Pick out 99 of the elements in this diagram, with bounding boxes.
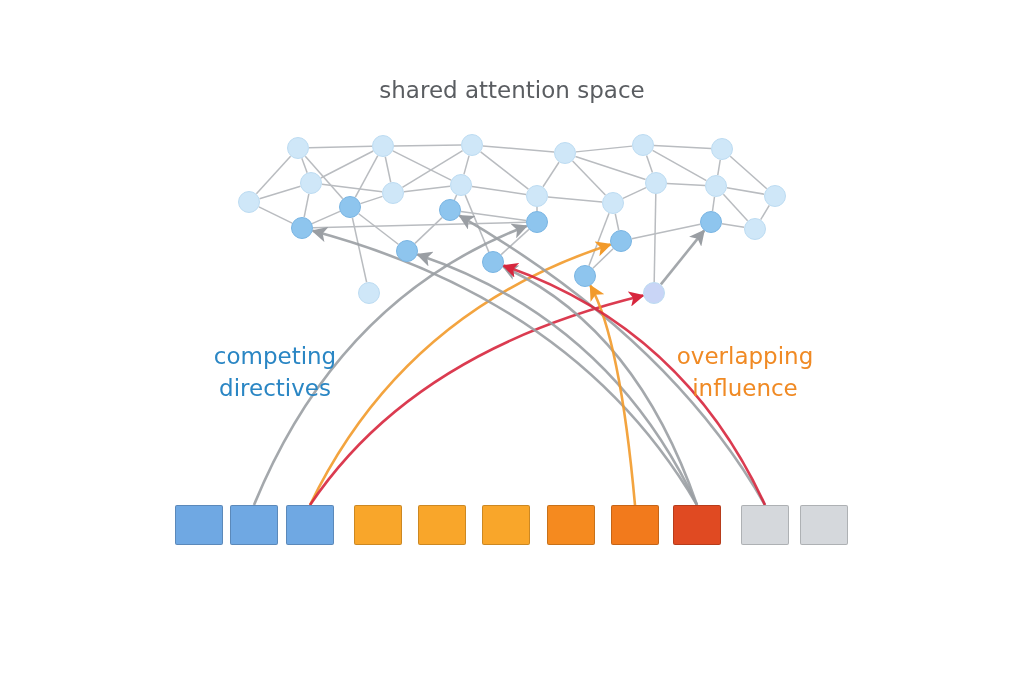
token-block bbox=[354, 505, 402, 545]
network-link bbox=[479, 151, 530, 190]
network-node bbox=[287, 137, 309, 159]
arrow bbox=[502, 263, 767, 506]
network-link bbox=[542, 161, 560, 188]
network-link bbox=[575, 145, 633, 153]
token-block bbox=[741, 505, 789, 545]
network-link bbox=[312, 221, 527, 229]
network-link bbox=[357, 212, 400, 246]
network-node bbox=[744, 218, 766, 240]
network-link bbox=[304, 155, 344, 200]
network-link bbox=[571, 160, 607, 196]
network-link bbox=[500, 228, 530, 256]
network-link bbox=[653, 193, 657, 283]
network-link bbox=[321, 183, 383, 193]
network-link bbox=[258, 206, 293, 224]
network-node bbox=[382, 182, 404, 204]
network-node bbox=[300, 172, 322, 194]
arrow bbox=[501, 265, 699, 506]
network-link bbox=[384, 156, 392, 183]
arrow bbox=[589, 284, 637, 506]
network-link bbox=[301, 157, 308, 174]
network-link bbox=[393, 144, 462, 147]
token-block bbox=[418, 505, 466, 545]
token-block bbox=[800, 505, 848, 545]
network-link bbox=[453, 194, 458, 201]
network-link bbox=[651, 149, 708, 182]
arrow bbox=[308, 291, 645, 506]
network-link bbox=[711, 196, 716, 212]
network-link bbox=[471, 185, 527, 196]
arrow bbox=[252, 224, 528, 506]
network-link bbox=[460, 210, 527, 222]
network-link bbox=[622, 186, 647, 200]
network-link bbox=[351, 217, 368, 283]
network-node bbox=[450, 174, 472, 196]
token-block bbox=[230, 505, 278, 545]
network-link bbox=[320, 150, 374, 179]
network-link bbox=[645, 154, 654, 174]
network-link bbox=[311, 210, 341, 225]
network-link bbox=[574, 155, 647, 181]
network-link bbox=[308, 145, 373, 149]
network-link bbox=[536, 206, 538, 212]
network-link bbox=[359, 195, 384, 205]
network-node bbox=[645, 172, 667, 194]
network-node bbox=[705, 175, 727, 197]
network-link bbox=[653, 144, 712, 150]
network-link bbox=[303, 193, 310, 218]
token-block bbox=[175, 505, 223, 545]
network-link bbox=[354, 154, 379, 199]
network-link bbox=[258, 185, 302, 200]
network-node bbox=[632, 134, 654, 156]
network-node bbox=[372, 135, 394, 157]
network-link bbox=[726, 187, 765, 195]
token-block bbox=[611, 505, 659, 545]
network-node bbox=[291, 217, 313, 239]
network-node bbox=[764, 185, 786, 207]
network-link bbox=[721, 223, 745, 228]
network-link bbox=[592, 247, 614, 270]
network-node bbox=[554, 142, 576, 164]
network-node bbox=[396, 240, 418, 262]
network-node bbox=[482, 251, 504, 273]
network-link bbox=[403, 185, 451, 193]
network-link bbox=[666, 182, 706, 187]
network-link bbox=[759, 204, 771, 221]
network-node bbox=[439, 199, 461, 221]
token-block bbox=[673, 505, 721, 545]
network-node bbox=[574, 265, 596, 287]
annotation-label: overlapping influence bbox=[675, 342, 815, 404]
network-link bbox=[614, 213, 620, 231]
network-link bbox=[463, 154, 470, 176]
network-node bbox=[526, 211, 548, 233]
network-node bbox=[238, 191, 260, 213]
network-link bbox=[729, 155, 768, 190]
network-link bbox=[464, 194, 490, 253]
token-block bbox=[286, 505, 334, 545]
network-node bbox=[711, 138, 733, 160]
network-link bbox=[414, 216, 443, 245]
annotation-label: competing directives bbox=[212, 342, 338, 404]
token-block bbox=[547, 505, 595, 545]
network-link bbox=[255, 155, 292, 195]
network-link bbox=[717, 159, 721, 176]
network-node bbox=[526, 185, 548, 207]
network-node bbox=[461, 134, 483, 156]
network-node bbox=[700, 211, 722, 233]
network-node bbox=[602, 192, 624, 214]
diagram-title: shared attention space bbox=[378, 76, 646, 105]
network-link bbox=[401, 149, 464, 189]
network-link bbox=[547, 196, 603, 203]
network-node bbox=[339, 196, 361, 218]
token-block bbox=[482, 505, 530, 545]
network-link bbox=[722, 193, 749, 222]
arrow bbox=[659, 229, 706, 286]
network-link bbox=[392, 150, 452, 181]
network-node bbox=[643, 282, 665, 304]
network-node bbox=[610, 230, 632, 252]
network-link bbox=[588, 212, 610, 267]
network-link bbox=[631, 223, 701, 240]
network-link bbox=[482, 145, 555, 153]
network-node bbox=[358, 282, 380, 304]
